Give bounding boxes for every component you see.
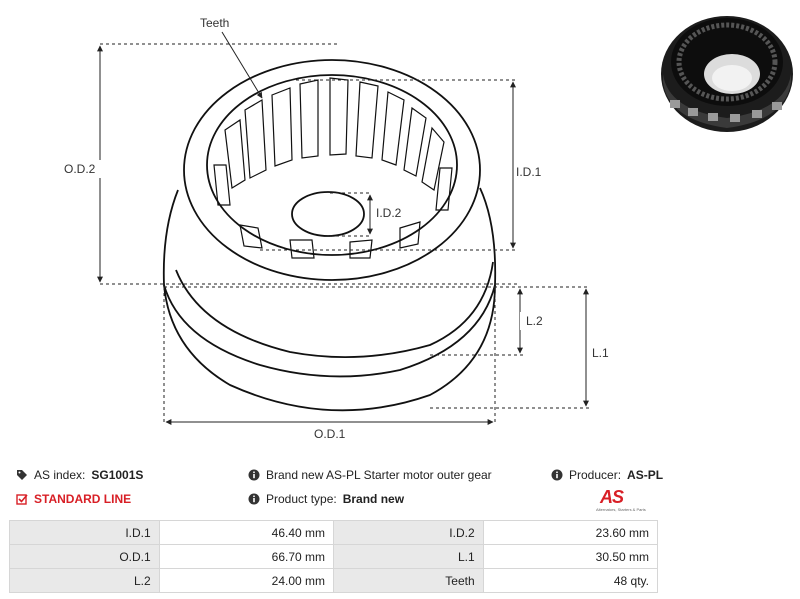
spec-label: I.D.1 (9, 520, 160, 545)
product-type-label: Product type: (266, 492, 337, 506)
as-index-row: AS index: SG1001S (16, 468, 143, 482)
info-circle-icon (551, 469, 563, 481)
as-index-value: SG1001S (91, 468, 144, 482)
info-circle-icon (248, 469, 260, 481)
label-l1: L.1 (592, 346, 609, 360)
producer-label: Producer: (569, 468, 622, 482)
info-circle-icon (248, 493, 260, 505)
spec-value: 46.40 mm (158, 520, 335, 545)
label-od1: O.D.1 (314, 427, 346, 441)
label-teeth: Teeth (200, 16, 229, 30)
product-type-row: Product type: Brand new (248, 492, 404, 506)
gear-lower-body (162, 187, 497, 412)
as-pl-logo: AS Alternators, Starters & Parts (596, 487, 656, 513)
spec-value: 24.00 mm (158, 568, 335, 593)
label-od2: O.D.2 (64, 162, 96, 176)
label-l2: L.2 (526, 314, 543, 328)
gear-center-hole (291, 191, 365, 237)
gear-top-ring (183, 59, 481, 281)
standard-line-row: STANDARD LINE (16, 492, 131, 506)
spec-label: I.D.2 (333, 520, 484, 545)
spec-label: Teeth (333, 568, 484, 593)
checkbox-checked-icon (16, 494, 28, 505)
label-id1: I.D.1 (516, 165, 542, 179)
producer-value: AS-PL (627, 468, 664, 482)
logo-mark: AS (600, 487, 624, 507)
product-type-value: Brand new (342, 492, 405, 506)
as-index-label: AS index: (34, 468, 86, 482)
spec-value: 48 qty. (482, 568, 659, 593)
description-row: Brand new AS-PL Starter motor outer gear (248, 468, 492, 482)
technical-drawing: Teeth O.D.2 I.D.1 I.D.2 L.2 L.1 O.D.1 (64, 16, 610, 441)
spec-label: L.1 (333, 544, 484, 569)
label-id2: I.D.2 (376, 206, 402, 220)
product-description: Brand new AS-PL Starter motor outer gear (266, 468, 492, 482)
spec-value: 66.70 mm (158, 544, 335, 569)
tags-icon (17, 470, 27, 480)
spec-value: 23.60 mm (482, 520, 659, 545)
standard-line-label: STANDARD LINE (34, 492, 132, 506)
spec-value: 30.50 mm (482, 544, 659, 569)
producer-row: Producer: AS-PL (551, 468, 663, 482)
gear-teeth (213, 77, 453, 259)
spec-label: L.2 (9, 568, 160, 593)
gear-inner-opening (206, 74, 458, 256)
product-photo (661, 16, 793, 132)
gear-lower-ring (163, 284, 496, 378)
spec-label: O.D.1 (9, 544, 160, 569)
logo-tagline: Alternators, Starters & Parts (596, 507, 646, 512)
